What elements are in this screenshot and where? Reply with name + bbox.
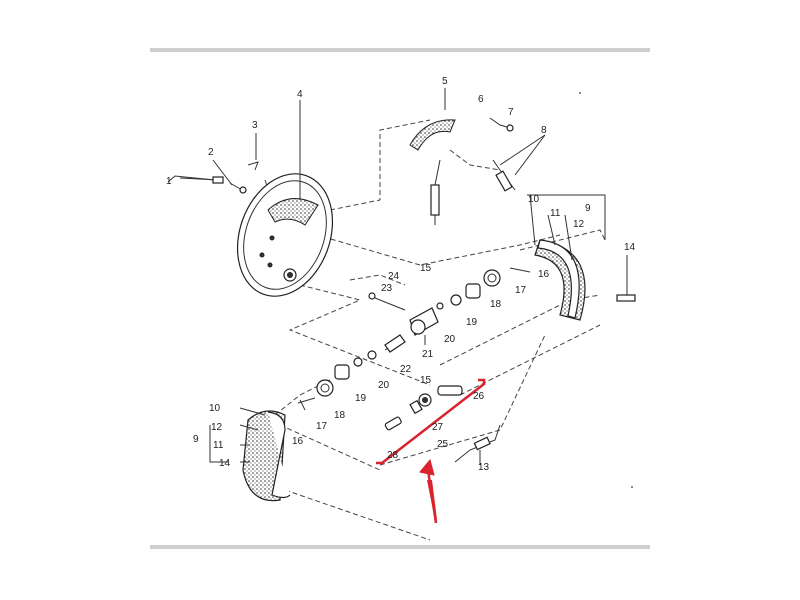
label-part-25: 25	[437, 439, 449, 450]
label-part-17-right: 17	[515, 285, 527, 296]
part-number-labels: 4 3 2 1 5 6 7 8 9 10 11 12 14 24 15 23 1…	[166, 76, 636, 473]
label-part-13: 13	[478, 462, 490, 473]
label-part-20-right: 20	[444, 334, 456, 345]
backing-plate	[236, 173, 334, 297]
label-part-2: 2	[208, 147, 214, 158]
label-part-1: 1	[166, 176, 172, 187]
highlight-marker	[376, 378, 486, 524]
bleeder-screw-right	[616, 255, 636, 302]
hold-down-hardware	[167, 161, 259, 194]
adjuster-assembly	[384, 385, 463, 431]
label-part-27: 27	[432, 422, 444, 433]
label-part-9-right: 9	[585, 203, 591, 214]
scan-specks	[579, 92, 633, 488]
bottom-rule	[150, 545, 650, 549]
label-part-9-left: 9	[193, 434, 199, 445]
label-part-12-left: 12	[211, 422, 223, 433]
label-part-10-right: 10	[528, 194, 540, 205]
label-part-26: 26	[473, 391, 485, 402]
label-part-15-upper: 15	[420, 263, 432, 274]
label-part-22: 22	[400, 364, 412, 375]
label-part-16-right: 16	[538, 269, 550, 280]
top-rule	[150, 48, 650, 52]
label-part-18-right: 18	[490, 299, 502, 310]
label-part-24: 24	[388, 271, 400, 282]
label-part-12-right: 12	[573, 219, 585, 230]
shoe-retainer-part-5	[409, 88, 456, 151]
label-part-7: 7	[508, 107, 514, 118]
label-part-28: 28	[387, 450, 399, 461]
label-part-18-left: 18	[334, 410, 346, 421]
adjuster-spring-13	[454, 424, 501, 465]
label-part-8-upper: 8	[541, 125, 547, 136]
label-part-6: 6	[478, 94, 484, 105]
label-part-20-left: 20	[378, 380, 390, 391]
label-part-19-left: 19	[355, 393, 367, 404]
label-part-19-right: 19	[466, 317, 478, 328]
label-part-5: 5	[442, 76, 448, 87]
label-part-15-lower: 15	[420, 375, 432, 386]
label-part-14-left: 14	[219, 458, 231, 469]
return-springs	[430, 117, 546, 225]
label-part-4: 4	[297, 89, 303, 100]
label-part-21: 21	[422, 349, 434, 360]
label-part-17-left: 17	[316, 421, 328, 432]
brake-shoe-right	[527, 194, 606, 321]
label-part-11-right: 11	[550, 208, 561, 219]
label-part-11-left: 11	[213, 440, 224, 451]
wheel-cylinder-left-parts	[297, 334, 406, 411]
wheel-cylinder-right-parts	[368, 267, 531, 345]
label-part-16-left: 16	[292, 436, 304, 447]
label-part-10-left: 10	[209, 403, 221, 414]
label-part-14-right: 14	[624, 242, 636, 253]
label-part-3: 3	[252, 120, 258, 131]
label-part-23: 23	[381, 283, 393, 294]
brake-shoe-left	[209, 407, 291, 502]
